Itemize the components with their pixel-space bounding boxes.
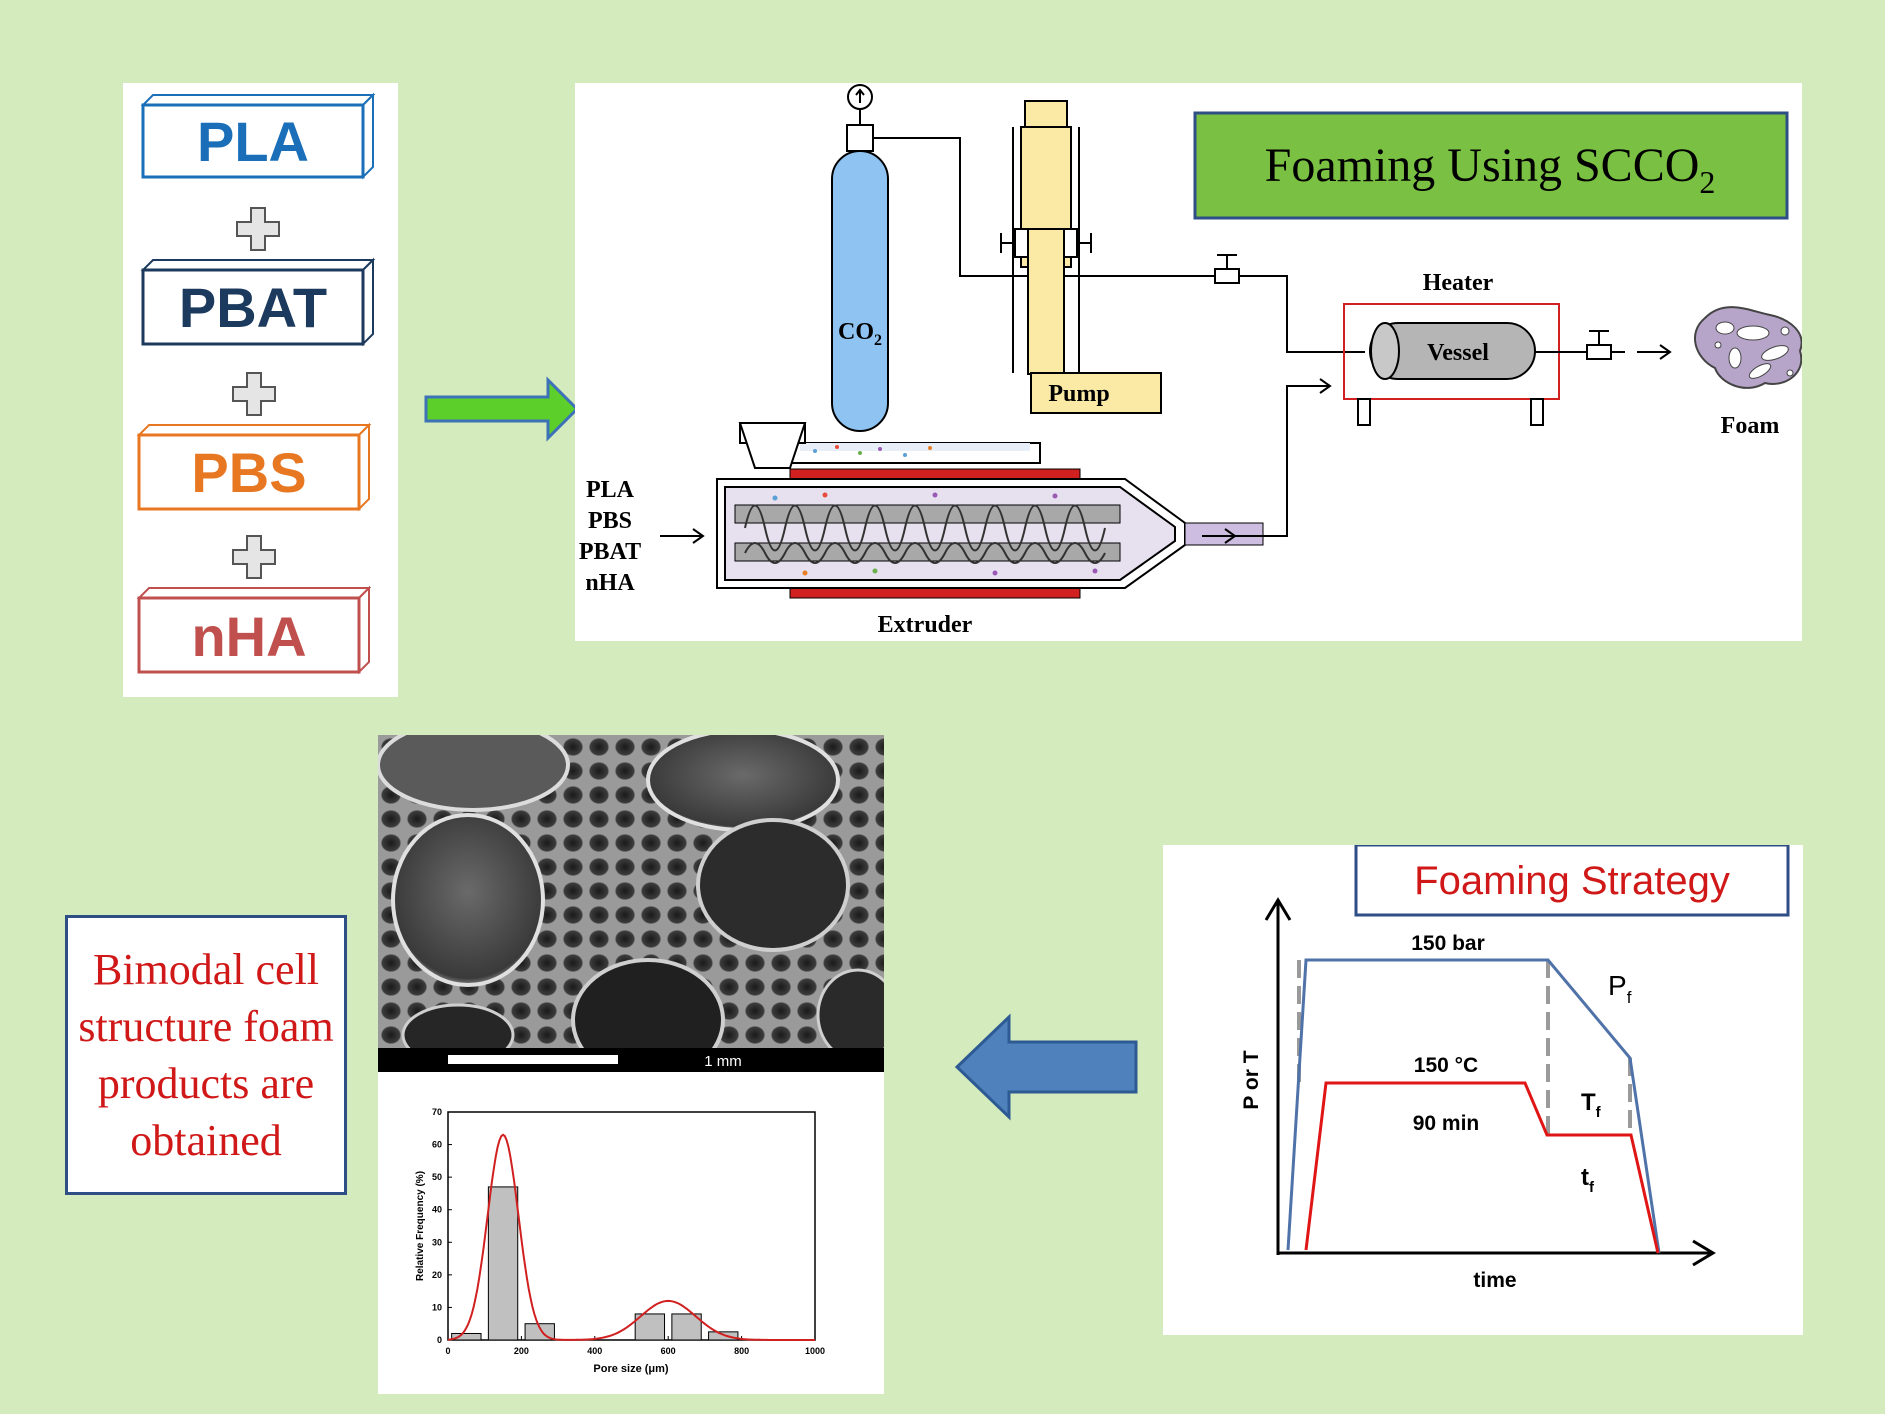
x-tick-label: 1000 [805,1346,825,1356]
materials-svg: PLA PBAT PBS nHA [136,92,376,675]
time-label: 90 min [1413,1112,1480,1135]
scale-label: 1 mm [704,1053,742,1070]
material-nha-label: nHA [191,605,306,668]
sem-svg: 1 mm [378,735,884,1072]
plus-icon [232,372,276,416]
plus-icon [232,535,276,579]
heater-label: Heater [1423,270,1494,296]
y-tick-label: 70 [432,1107,442,1117]
input-label: PBAT [579,539,641,565]
histogram-bar [634,1313,666,1341]
extruder-label: Extruder [878,612,973,638]
histogram-bar [671,1313,702,1341]
process-panel: Foaming Using SCCO2 CO2 [575,83,1802,641]
material-pbs-box: PBS [136,422,372,512]
y-tick-label: 0 [437,1335,442,1345]
foam-icon [1694,306,1802,389]
valve-icon [1214,254,1240,284]
foam-label: Foam [1721,413,1780,439]
x-tick-label: 800 [734,1346,749,1356]
strategy-svg: Foaming Strategy 150 bar 150 °C 90 min P… [1240,845,1790,1292]
vessel-label: Vessel [1427,340,1489,366]
materials-panel: PLA PBAT PBS nHA [123,83,398,697]
material-pbat-label: PBAT [179,276,327,339]
process-svg: Foaming Using SCCO2 CO2 [579,84,1802,638]
material-pbat-box: PBAT [140,257,376,347]
green-right-arrow-icon [424,376,580,442]
pump-label: Pump [1048,381,1109,407]
temperature-label: 150 °C [1414,1054,1478,1077]
extruder [716,422,1264,599]
scale-bar [448,1055,618,1064]
x-tick-label: 200 [514,1346,529,1356]
y-axis-label: Relative Frequency (%) [415,1171,426,1281]
input-label: PLA [586,477,635,503]
y-axis-label: P or T [1240,1050,1263,1109]
histogram-bar [451,1332,482,1341]
histogram-chart: 0 200 400 600 800 1000 0 10 20 30 40 50 60 70 Pore si… [415,1107,825,1375]
input-label: nHA [585,570,635,596]
material-pla-label: PLA [197,110,309,173]
process-title-box [1193,111,1789,220]
co2-label: CO2 [838,319,882,349]
material-pbs-label: PBS [191,441,306,504]
x-tick-label: 600 [661,1346,676,1356]
input-label: PBS [588,508,632,534]
result-box: Bimodal cell structure foam products are… [65,915,347,1195]
x-tick-label: 0 [445,1346,450,1356]
pump: Pump [1000,100,1162,414]
y-tick-label: 30 [432,1237,442,1247]
sem-image: 1 mm [378,735,884,1072]
tf-label: Tf [1581,1089,1602,1121]
tlow-label: tf [1581,1164,1595,1196]
co2-cylinder: CO2 [831,84,889,432]
histogram-bar [708,1331,739,1341]
fit-curve [447,1133,815,1341]
histogram-panel: 0 200 400 600 800 1000 0 10 20 30 40 50 60 70 Pore si… [378,1072,884,1394]
y-tick-label: 50 [432,1172,442,1182]
x-axis-label: time [1473,1269,1516,1292]
strategy-panel: Foaming Strategy 150 bar 150 °C 90 min P… [1163,845,1803,1335]
pressure-curve [1286,958,1661,1254]
x-axis-label: Pore size (μm) [593,1363,669,1375]
strategy-title: Foaming Strategy [1414,859,1730,903]
temperature-curve [1304,1081,1660,1254]
plot-frame [447,1111,816,1341]
result-text: Bimodal cell structure foam products are… [78,945,334,1165]
pressure-label: 150 bar [1411,932,1485,955]
y-tick-label: 10 [432,1302,442,1312]
blue-left-arrow-icon [954,1013,1138,1121]
y-tick-label: 40 [432,1205,442,1215]
y-tick-label: 20 [432,1270,442,1280]
process-title: Foaming Using SCCO2 [1265,139,1716,200]
material-nha-box: nHA [136,585,372,675]
y-tick-label: 60 [432,1140,442,1150]
x-tick-label: 400 [587,1346,602,1356]
vessel: Vessel [1369,322,1536,380]
valve-icon [1586,330,1612,360]
strategy-title-box [1354,845,1790,917]
plus-icon [236,207,280,251]
histogram-bar [487,1186,519,1341]
pf-label: Pf [1608,970,1632,1007]
material-pla-box: PLA [140,92,376,180]
